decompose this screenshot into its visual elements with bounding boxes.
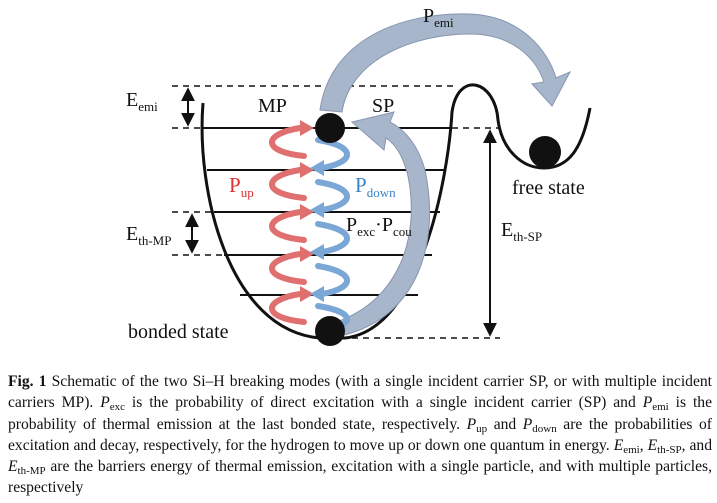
caption-sub: up: [476, 422, 488, 435]
caption-fig-label: Fig. 1: [8, 373, 47, 390]
caption-var: P: [522, 415, 533, 433]
caption-text: , and: [681, 436, 713, 454]
p-up-arrowheads: [300, 120, 314, 302]
caption-sub: exc: [109, 401, 125, 414]
caption-sub: down: [532, 422, 557, 435]
caption-var: P: [642, 394, 653, 412]
potential-well-curve: [200, 83, 592, 340]
p-down-arrowheads: [310, 160, 324, 302]
caption-var: E: [613, 436, 624, 454]
p-emi-arc-arrow: [319, 13, 572, 113]
sp-particle: [315, 113, 345, 143]
caption-text: and: [487, 415, 523, 433]
label-p-up: Pup: [229, 173, 254, 200]
label-free-state: free state: [512, 177, 585, 199]
caption-sub: emi: [623, 443, 640, 456]
label-sp: SP: [372, 95, 394, 117]
free-particle: [529, 136, 561, 168]
label-e-th-mp: Eth-MP: [126, 223, 171, 248]
figure-caption: Fig. 1 Schematic of the two Si–H breakin…: [8, 371, 712, 499]
sp-excitation-arrow: [335, 111, 431, 337]
caption-text: is the probability of thermal emission a…: [8, 394, 712, 433]
label-e-th-sp: Eth-SP: [501, 219, 542, 244]
dashed-reference-lines: [172, 85, 500, 339]
label-e-emi: Eemi: [126, 89, 158, 114]
caption-var: P: [100, 394, 110, 412]
label-mp: MP: [258, 95, 287, 117]
p-up-spiral-arrows: [269, 125, 307, 325]
caption-text: are the probabilities of excitation and …: [8, 415, 712, 454]
label-bonded-state: bonded state: [128, 321, 229, 343]
caption-sub: th-MP: [17, 465, 46, 478]
caption-text: Schematic of the two Si–H breaking modes…: [8, 373, 712, 412]
label-p-down: Pdown: [355, 173, 396, 200]
label-pexc-pcou: Pexc·Pcou: [346, 214, 412, 239]
caption-text: is the probability of direct excitation …: [125, 394, 643, 412]
caption-text: ,: [639, 436, 648, 454]
label-p-emi: Pemi: [423, 5, 454, 30]
caption-text: are the barriers energy of thermal emiss…: [8, 458, 712, 497]
caption-sub: emi: [652, 401, 669, 414]
p-down-spiral-arrows: [315, 137, 350, 333]
caption-var: P: [466, 415, 477, 433]
caption-var: E: [8, 458, 18, 476]
bonded-particle: [315, 316, 345, 346]
si-h-breaking-diagram: Pemi Eemi MP SP Pup Pdown Eth-MP Pexc·Pc…: [126, 5, 592, 346]
caption-var: E: [647, 436, 658, 454]
caption-sub: th-SP: [657, 443, 682, 456]
